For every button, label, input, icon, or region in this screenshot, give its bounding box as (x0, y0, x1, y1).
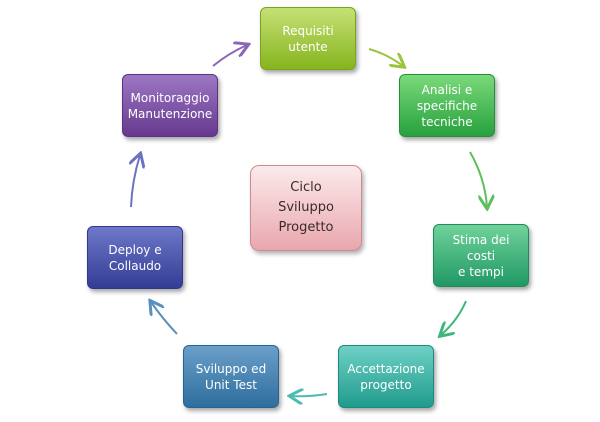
step-accettazione: Accettazione progetto (338, 345, 434, 408)
step-analisi-specifiche: Analisi e specifiche tecniche (399, 74, 495, 137)
step-requisiti-utente: Requisiti utente (260, 7, 356, 70)
step-stima-costi: Stima dei costi e tempi (433, 224, 529, 287)
step-monitoraggio: Monitoraggio Manutenzione (122, 74, 218, 137)
step-label: Stima dei costi e tempi (452, 232, 510, 279)
arrow-analisi-to-stima (469, 151, 487, 207)
step-label: Requisiti utente (282, 23, 334, 54)
step-label: Sviluppo ed Unit Test (195, 361, 267, 392)
step-label: Analisi e specifiche tecniche (416, 82, 478, 129)
center-title: Ciclo Sviluppo Progetto (250, 165, 362, 251)
arrow-accettazione-to-sviluppo (291, 394, 328, 396)
step-sviluppo-unit-test: Sviluppo ed Unit Test (183, 345, 279, 408)
center-label: Ciclo Sviluppo Progetto (278, 180, 334, 235)
arrow-requisiti-to-analisi (368, 48, 403, 66)
arrow-monitoraggio-to-requisiti (212, 45, 247, 67)
arrow-deploy-to-monitoraggio (131, 155, 140, 208)
arrow-stima-to-accettazione (441, 300, 467, 335)
step-label: Deploy e Collaudo (108, 242, 162, 273)
step-label: Monitoraggio Manutenzione (127, 90, 213, 121)
step-label: Accettazione progetto (347, 361, 425, 392)
arrow-sviluppo-to-deploy (151, 302, 178, 335)
step-deploy-collaudo: Deploy e Collaudo (87, 226, 183, 289)
